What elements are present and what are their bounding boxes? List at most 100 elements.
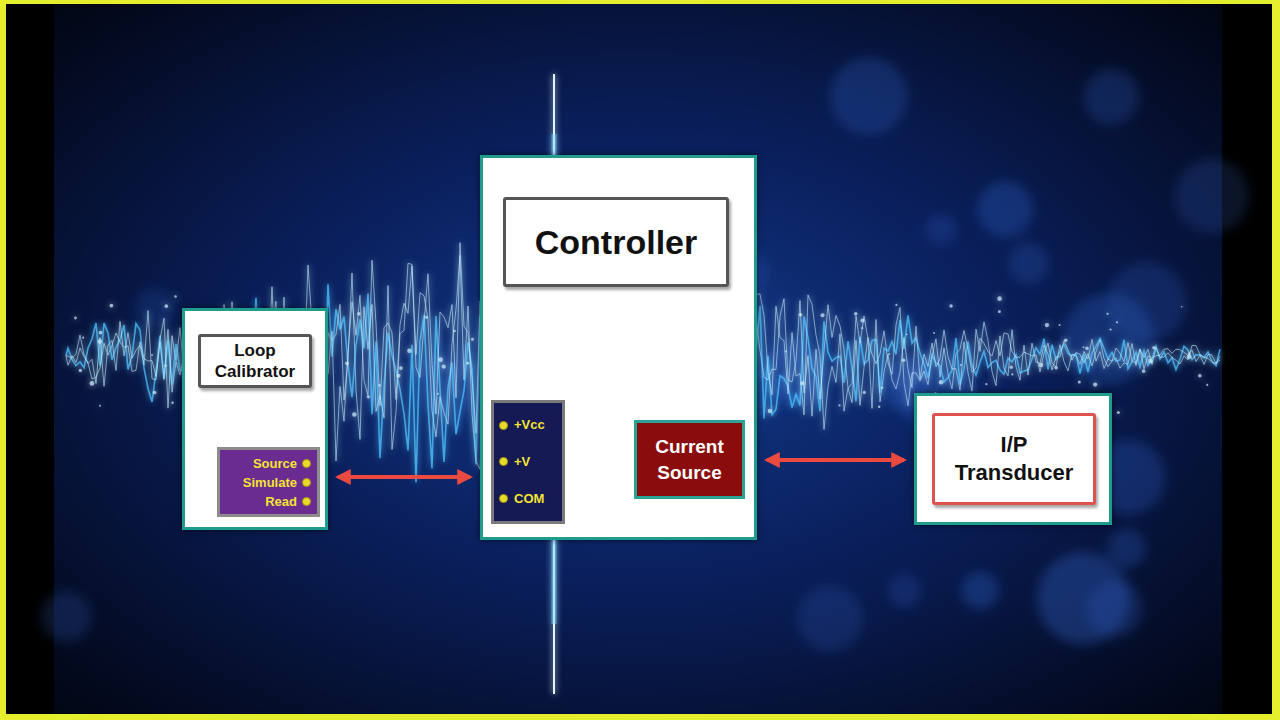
bokeh-dot: [1037, 552, 1129, 644]
mode-panel: SourceSimulateRead: [217, 447, 320, 517]
spark: [153, 391, 157, 395]
spark: [407, 349, 412, 354]
box-label: Current Source: [645, 434, 734, 486]
spark: [933, 332, 935, 334]
spark: [453, 330, 456, 333]
spark: [399, 366, 403, 370]
box-label: Controller: [535, 222, 697, 262]
spark: [438, 357, 443, 362]
spark: [90, 381, 95, 386]
terminal-row: +Vcc: [499, 416, 545, 434]
spark: [174, 295, 176, 297]
spark: [1039, 363, 1044, 368]
spark: [1187, 355, 1192, 360]
terminal-dot: [302, 478, 311, 487]
box-label: Loop Calibrator: [205, 340, 305, 382]
spark: [1106, 313, 1108, 315]
spark: [99, 331, 103, 335]
spark: [79, 369, 82, 372]
mode-label: Simulate: [243, 473, 297, 492]
spark: [99, 405, 101, 407]
spark: [151, 354, 153, 356]
spark: [878, 406, 881, 409]
spark: [799, 313, 803, 317]
bokeh-dot: [888, 574, 922, 608]
terminal-dot: [302, 497, 311, 506]
spark: [425, 316, 428, 319]
spark: [396, 374, 400, 378]
spark: [442, 365, 446, 369]
double-arrow: [767, 458, 904, 462]
spark: [164, 304, 168, 308]
spark: [437, 393, 439, 395]
spark: [164, 365, 166, 367]
spark: [1148, 359, 1153, 364]
spark: [1010, 365, 1013, 368]
bokeh-dot: [1008, 243, 1049, 284]
spark: [881, 387, 884, 390]
spark: [1054, 366, 1058, 370]
spark: [1198, 374, 1202, 378]
spark: [902, 358, 905, 361]
spark: [357, 312, 361, 316]
spark: [854, 312, 858, 316]
spark: [960, 364, 962, 366]
bokeh-dot: [830, 57, 908, 135]
spark: [74, 317, 77, 320]
pin-label: +Vcc: [514, 416, 545, 434]
double-arrow: [338, 475, 470, 479]
spark: [888, 353, 890, 355]
terminal-row: Source: [253, 454, 311, 473]
spark: [800, 381, 804, 385]
bokeh-dot: [1175, 159, 1249, 233]
spark: [939, 380, 944, 385]
spark: [471, 338, 474, 341]
spark: [1116, 321, 1118, 323]
spark: [109, 304, 113, 308]
bokeh-dot: [926, 214, 957, 245]
spark: [985, 383, 987, 385]
title-box: I/P Transducer: [932, 413, 1096, 505]
terminal-dot: [499, 494, 508, 503]
spark: [1093, 382, 1097, 386]
pin-label: COM: [514, 490, 544, 508]
bokeh-dot: [1107, 262, 1187, 342]
terminal-row: Simulate: [243, 473, 311, 492]
spark: [895, 304, 897, 306]
spark: [1117, 411, 1120, 414]
terminal-dot: [302, 459, 311, 468]
spark: [98, 339, 103, 344]
terminal-row: +V: [499, 453, 530, 471]
spark: [1059, 324, 1061, 326]
bokeh-dot: [135, 288, 176, 329]
spark: [1011, 373, 1013, 375]
bokeh-dot: [41, 591, 91, 641]
terminal-dot: [499, 421, 508, 430]
spark: [863, 391, 866, 394]
spark: [1206, 384, 1208, 386]
spark: [352, 412, 357, 417]
instrument-box: Loop CalibratorSourceSimulateRead: [182, 308, 328, 530]
spark: [861, 327, 863, 329]
spark: [820, 313, 824, 317]
spark: [1064, 339, 1067, 342]
spark: [378, 384, 381, 387]
spark: [1083, 346, 1085, 348]
spark: [997, 296, 1002, 301]
bokeh-dot: [977, 181, 1033, 237]
terminal-row: Read: [265, 492, 311, 511]
spark: [82, 337, 84, 339]
bokeh-dot: [1084, 69, 1140, 125]
instrument-box: Controller +Vcc +V COM Current Source: [480, 155, 757, 540]
spark: [1078, 380, 1081, 383]
current-source-box: Current Source: [634, 420, 745, 499]
bokeh-dot: [961, 572, 999, 610]
frame: Loop CalibratorSourceSimulateRead Control…: [6, 4, 1272, 714]
instrument-box: I/P Transducer: [914, 393, 1112, 525]
bokeh-dot: [797, 586, 863, 652]
spark: [1142, 369, 1146, 373]
spark: [860, 318, 864, 322]
spark: [367, 395, 370, 398]
terminal-dot: [499, 457, 508, 466]
spark: [998, 310, 1001, 313]
